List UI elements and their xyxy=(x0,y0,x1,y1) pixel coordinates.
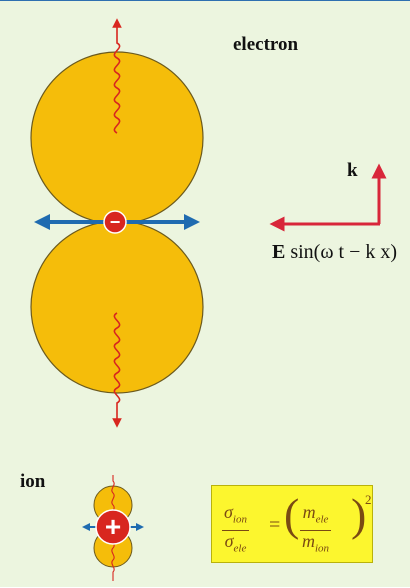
electron-label: electron xyxy=(233,34,299,55)
exponent: 2 xyxy=(365,492,372,507)
k-label: k xyxy=(347,160,358,181)
sigma-ratio: σion σele xyxy=(222,502,249,555)
electron-upper-wave xyxy=(112,18,122,134)
electron-upper-lobe xyxy=(30,51,204,225)
electron-sign: − xyxy=(110,212,121,232)
field-label: E sin(ω t − k x) xyxy=(272,241,397,264)
ion-label: ion xyxy=(20,471,46,492)
ion-particle xyxy=(95,509,131,545)
cross-section-formula: σion σele = ( mele mion ) 2 xyxy=(211,485,373,563)
electron-lower-wave xyxy=(112,312,122,428)
field-symbol: E xyxy=(272,241,286,263)
electron-lower-lobe xyxy=(30,220,204,394)
left-paren: ( xyxy=(284,489,300,540)
ion-sign: + xyxy=(105,511,121,542)
mass-ratio: mele mion xyxy=(300,502,332,555)
right-paren: ) xyxy=(351,489,367,540)
equals-sign: = xyxy=(269,514,281,536)
field-expression: sin(ω t − k x) xyxy=(285,241,398,263)
electron-particle xyxy=(103,210,127,234)
